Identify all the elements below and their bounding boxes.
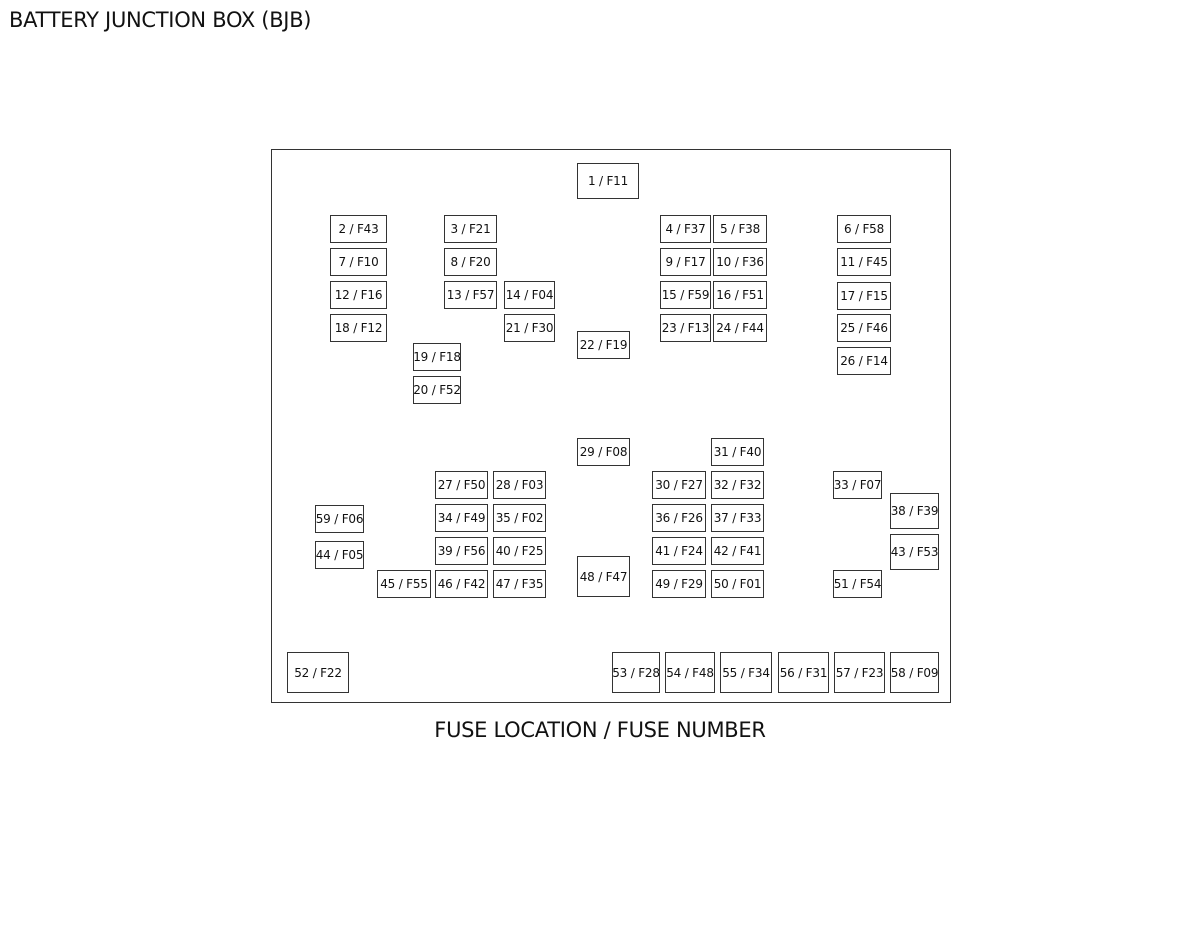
fuse-15: 15 / F59: [660, 281, 711, 309]
fuse-6: 6 / F58: [837, 215, 891, 243]
fuse-18: 18 / F12: [330, 314, 387, 342]
fuse-58: 58 / F09: [890, 652, 939, 693]
fuse-54: 54 / F48: [665, 652, 715, 693]
fuse-39: 39 / F56: [435, 537, 488, 565]
fuse-32: 32 / F32: [711, 471, 764, 499]
fuse-35: 35 / F02: [493, 504, 546, 532]
diagram-caption: FUSE LOCATION / FUSE NUMBER: [434, 718, 766, 742]
fuse-19: 19 / F18: [413, 343, 461, 371]
fuse-30: 30 / F27: [652, 471, 706, 499]
fuse-3: 3 / F21: [444, 215, 497, 243]
junction-box-outline: [271, 149, 951, 703]
fuse-24: 24 / F44: [713, 314, 767, 342]
fuse-44: 44 / F05: [315, 541, 364, 569]
fuse-27: 27 / F50: [435, 471, 488, 499]
fuse-10: 10 / F36: [713, 248, 767, 276]
diagram-title: BATTERY JUNCTION BOX (BJB): [9, 8, 312, 32]
fuse-1: 1 / F11: [577, 163, 639, 199]
fuse-48: 48 / F47: [577, 556, 630, 597]
fuse-17: 17 / F15: [837, 282, 891, 310]
fuse-43: 43 / F53: [890, 534, 939, 570]
fuse-9: 9 / F17: [660, 248, 711, 276]
fuse-51: 51 / F54: [833, 570, 882, 598]
fuse-28: 28 / F03: [493, 471, 546, 499]
fuse-23: 23 / F13: [660, 314, 711, 342]
fuse-25: 25 / F46: [837, 314, 891, 342]
fuse-34: 34 / F49: [435, 504, 488, 532]
fuse-53: 53 / F28: [612, 652, 660, 693]
fuse-21: 21 / F30: [504, 314, 555, 342]
fuse-12: 12 / F16: [330, 281, 387, 309]
fuse-7: 7 / F10: [330, 248, 387, 276]
fuse-47: 47 / F35: [493, 570, 546, 598]
fuse-42: 42 / F41: [711, 537, 764, 565]
fuse-37: 37 / F33: [711, 504, 764, 532]
fuse-55: 55 / F34: [720, 652, 772, 693]
fuse-5: 5 / F38: [713, 215, 767, 243]
fuse-13: 13 / F57: [444, 281, 497, 309]
fuse-36: 36 / F26: [652, 504, 706, 532]
fuse-38: 38 / F39: [890, 493, 939, 529]
fuse-16: 16 / F51: [713, 281, 767, 309]
fuse-49: 49 / F29: [652, 570, 706, 598]
fuse-20: 20 / F52: [413, 376, 461, 404]
fuse-50: 50 / F01: [711, 570, 764, 598]
fuse-31: 31 / F40: [711, 438, 764, 466]
fuse-41: 41 / F24: [652, 537, 706, 565]
fuse-52: 52 / F22: [287, 652, 349, 693]
fuse-33: 33 / F07: [833, 471, 882, 499]
fuse-11: 11 / F45: [837, 248, 891, 276]
fuse-56: 56 / F31: [778, 652, 829, 693]
fuse-4: 4 / F37: [660, 215, 711, 243]
fuse-29: 29 / F08: [577, 438, 630, 466]
fuse-2: 2 / F43: [330, 215, 387, 243]
fuse-59: 59 / F06: [315, 505, 364, 533]
fuse-46: 46 / F42: [435, 570, 488, 598]
fuse-22: 22 / F19: [577, 331, 630, 359]
fuse-45: 45 / F55: [377, 570, 431, 598]
fuse-40: 40 / F25: [493, 537, 546, 565]
fuse-57: 57 / F23: [834, 652, 885, 693]
fuse-26: 26 / F14: [837, 347, 891, 375]
fuse-14: 14 / F04: [504, 281, 555, 309]
fuse-8: 8 / F20: [444, 248, 497, 276]
